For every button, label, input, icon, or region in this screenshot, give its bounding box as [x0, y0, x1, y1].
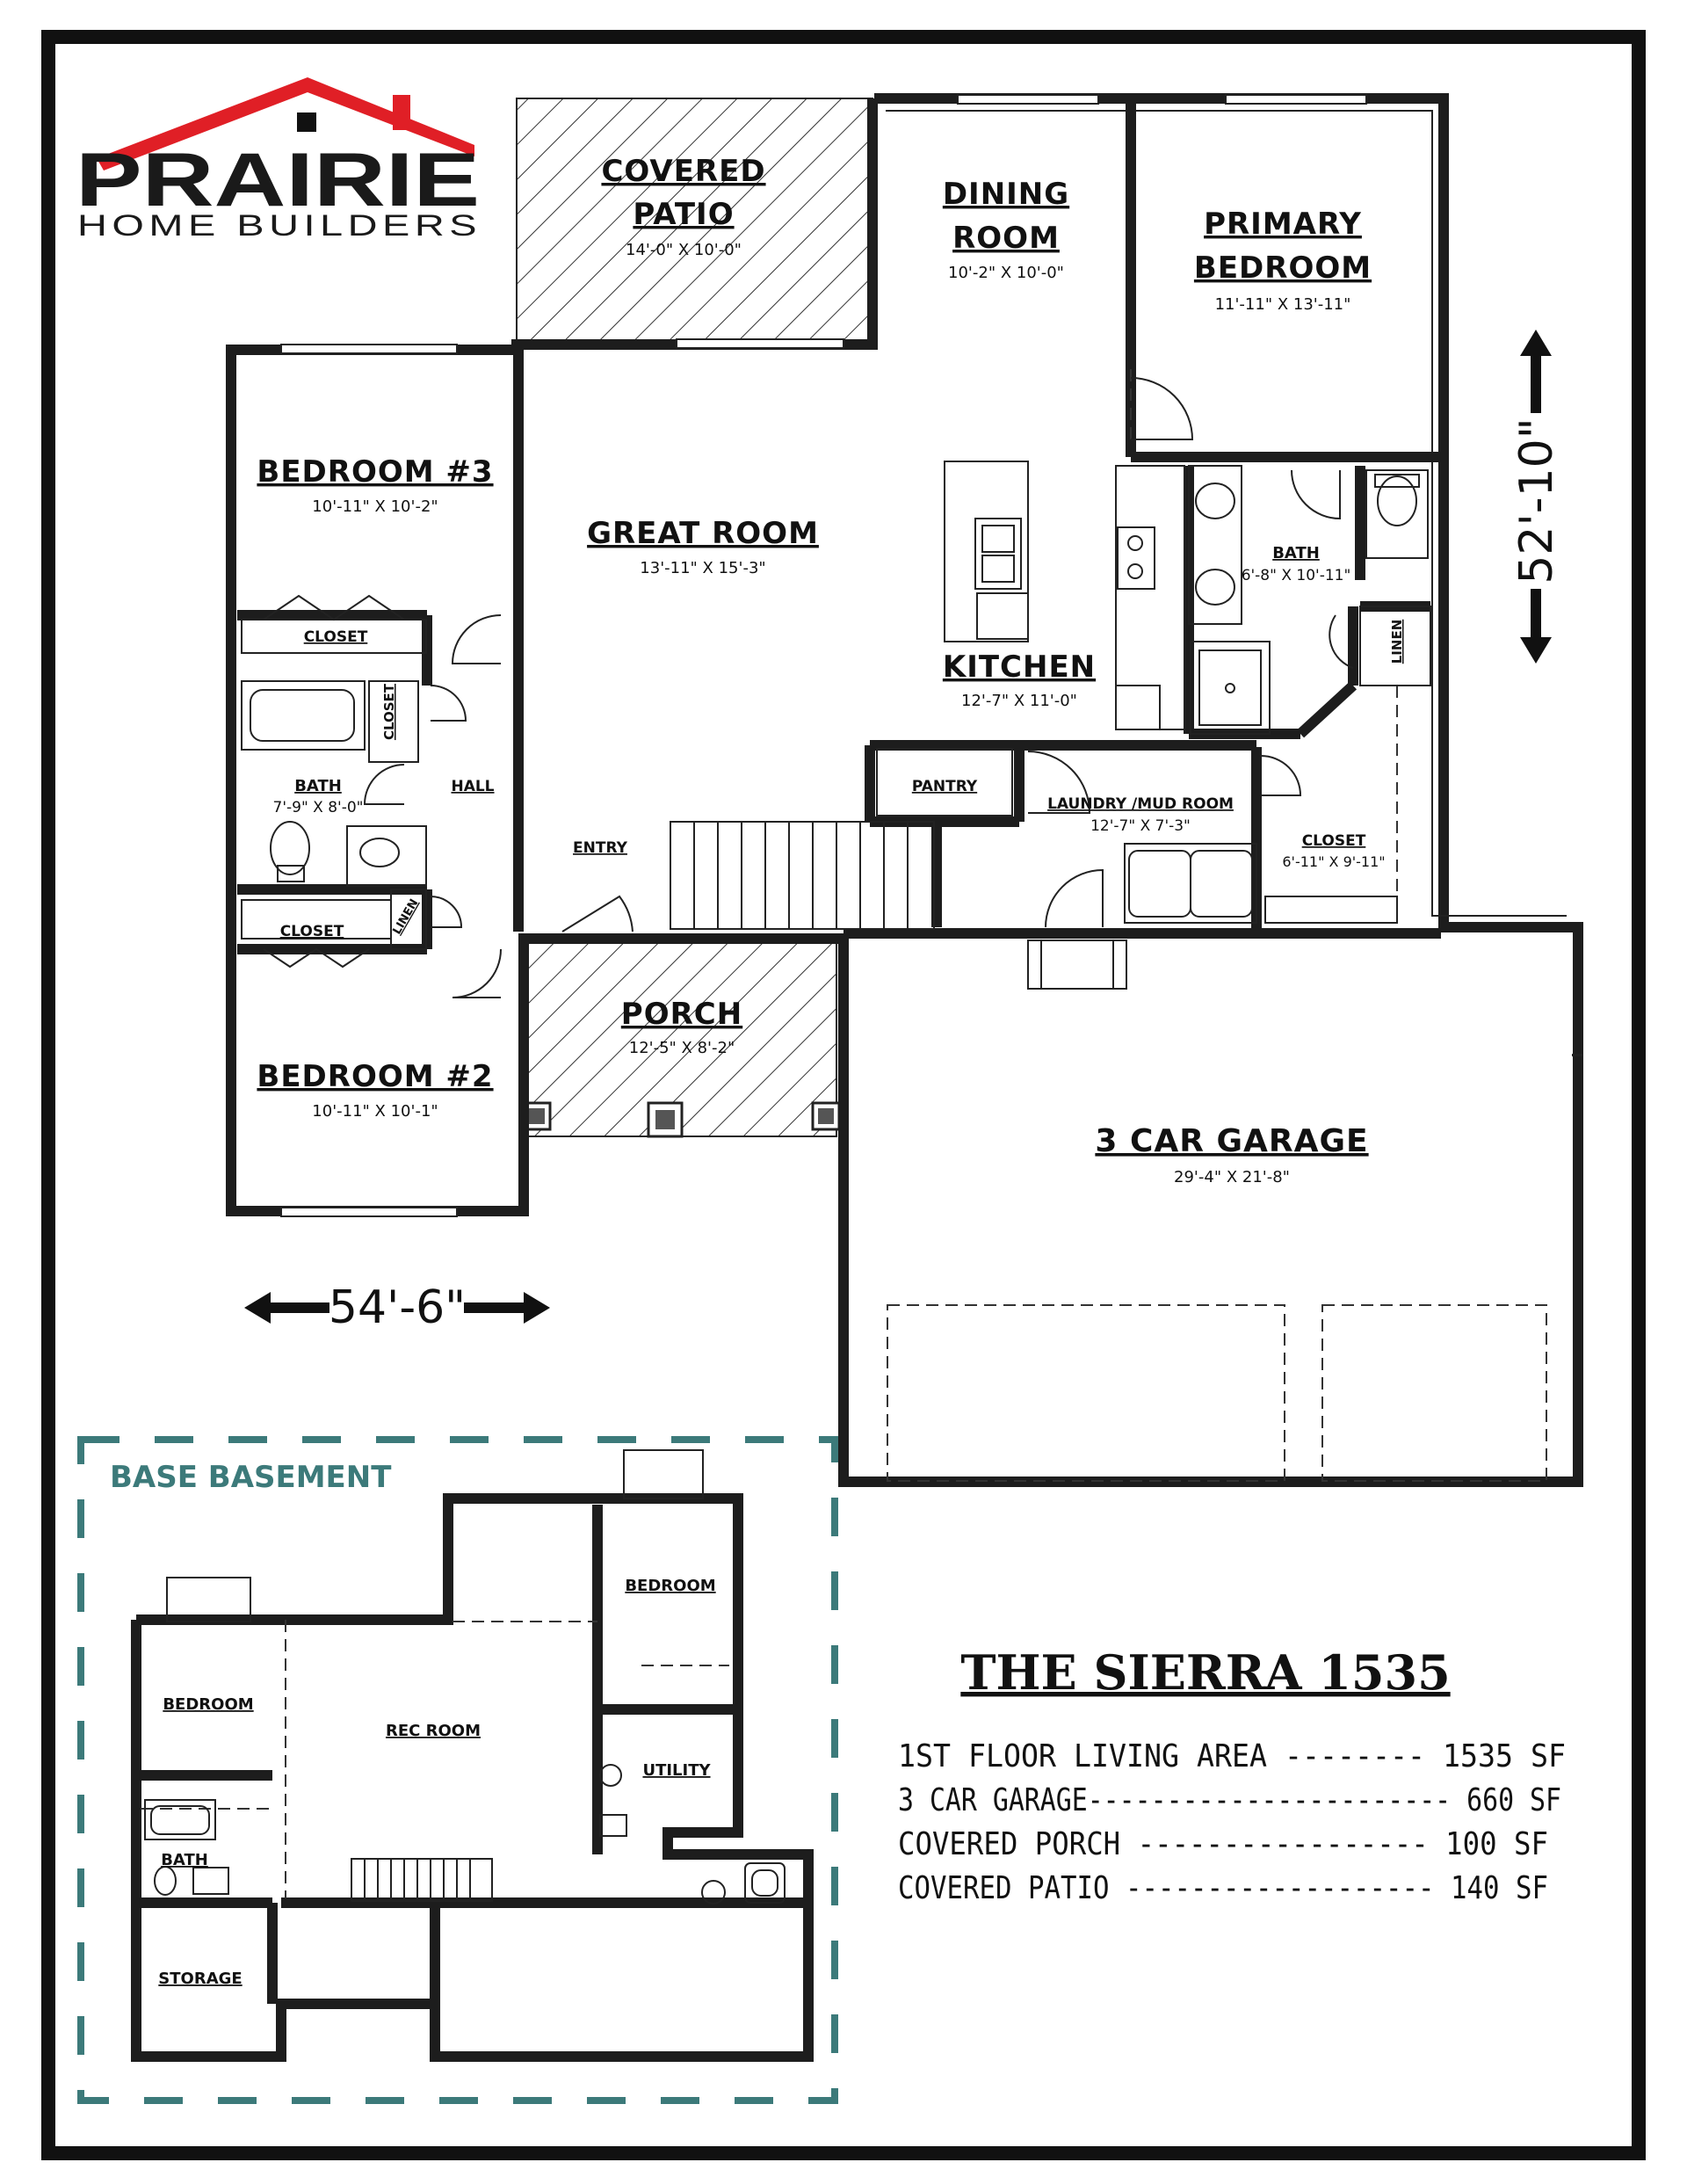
covered-patio-title: COVERED [601, 154, 765, 189]
utility-label: UTILITY [642, 1761, 711, 1780]
closet-label: CLOSET [381, 683, 397, 740]
rec-room-label: REC ROOM [386, 1722, 481, 1740]
great-room-dim: 13'-11" X 15'-3" [640, 559, 765, 577]
bath-2-dim: 7'-9" X 8'-0" [273, 799, 364, 816]
closet-label: CLOSET [280, 923, 344, 940]
covered-patio-dim: 14'-0" X 10'-0" [626, 241, 742, 259]
dining-room-dim: 10'-2" X 10'-0" [948, 264, 1064, 282]
laundry-title: LAUNDRY /MUD ROOM [1047, 795, 1234, 813]
porch-column [811, 1101, 841, 1131]
linen-label: LINEN [391, 897, 422, 937]
garage-title: 3 CAR GARAGE [1095, 1123, 1368, 1159]
primary-bath-dim: 6'-8" X 10'-11" [1242, 567, 1351, 584]
covered-patio-title: PATIO [633, 197, 734, 232]
linen-label: LINEN [1389, 620, 1405, 664]
garage-dim: 29'-4" X 21'-8" [1174, 1168, 1290, 1186]
exterior-wall [226, 93, 1583, 1487]
area-line: COVERED PATIO ------------------- 140 SF [898, 1870, 1548, 1906]
covered-patio-area [516, 98, 873, 345]
depth-dimension-label: 52'-10" [1510, 417, 1563, 584]
basement-bedroom-label: BEDROOM [163, 1695, 253, 1714]
dining-room-title: DINING [943, 177, 1069, 212]
entry-label: ENTRY [573, 839, 628, 857]
plan-info: THE SIERRA 1535 1ST FLOOR LIVING AREA --… [898, 1644, 1566, 1906]
primary-closet-title: CLOSET [1302, 832, 1366, 850]
dining-room-title: ROOM [952, 221, 1060, 256]
area-line: 3 CAR GARAGE----------------------- 660 … [898, 1782, 1561, 1818]
bedroom-3-dim: 10'-11" X 10'-2" [312, 497, 438, 516]
width-dimension-label: 54'-6" [329, 1281, 466, 1334]
depth-dimension: 52'-10" [1510, 330, 1563, 664]
pantry-label: PANTRY [912, 778, 978, 795]
logo-window [297, 112, 316, 132]
basement-border [77, 1436, 838, 2104]
great-room-title: GREAT ROOM [587, 516, 819, 551]
storage-label: STORAGE [158, 1970, 242, 1988]
bedroom-3-title: BEDROOM #3 [257, 454, 493, 490]
primary-bedroom-title: PRIMARY [1204, 207, 1362, 242]
kitchen-dim: 12'-7" X 11'-0" [961, 692, 1077, 710]
porch-title: PORCH [621, 997, 742, 1032]
hall-label: HALL [451, 778, 494, 795]
basement-bath-label: BATH [161, 1851, 208, 1869]
plan-title: THE SIERRA 1535 [960, 1644, 1450, 1701]
area-line: 1ST FLOOR LIVING AREA -------- 1535 SF [898, 1738, 1566, 1774]
width-dimension: 54'-6" [244, 1281, 550, 1334]
bath-2-title: BATH [294, 777, 342, 795]
main-floor [226, 93, 1583, 1487]
sheet-frame [41, 30, 1646, 2160]
bedroom-2-dim: 10'-11" X 10'-1" [312, 1102, 438, 1121]
basement-plan: BASE BASEMENT [77, 1436, 838, 2104]
porch-dim: 12'-5" X 8'-2" [629, 1039, 735, 1057]
basement-bedroom-label: BEDROOM [625, 1577, 715, 1595]
kitchen-title: KITCHEN [943, 649, 1096, 685]
company-logo: PRAIRIE HOME BUILDERS [76, 77, 481, 243]
primary-closet-dim: 6'-11" X 9'-11" [1282, 853, 1385, 870]
main-stairs [670, 821, 935, 930]
laundry-dim: 12'-7" X 7'-3" [1090, 817, 1191, 835]
logo-brand: PRAIRIE [76, 138, 480, 222]
bedroom-2-title: BEDROOM #2 [257, 1059, 493, 1094]
primary-bedroom-title: BEDROOM [1194, 250, 1372, 286]
logo-chimney [393, 95, 410, 130]
area-line: COVERED PORCH ----------------- 100 SF [898, 1826, 1548, 1862]
logo-tagline: HOME BUILDERS [77, 209, 481, 243]
primary-bath-title: BATH [1272, 544, 1320, 562]
basement-title: BASE BASEMENT [110, 1460, 392, 1495]
closet-label: CLOSET [304, 628, 368, 646]
primary-bedroom-dim: 11'-11" X 13'-11" [1215, 295, 1351, 314]
kitchen-island [944, 461, 1029, 642]
